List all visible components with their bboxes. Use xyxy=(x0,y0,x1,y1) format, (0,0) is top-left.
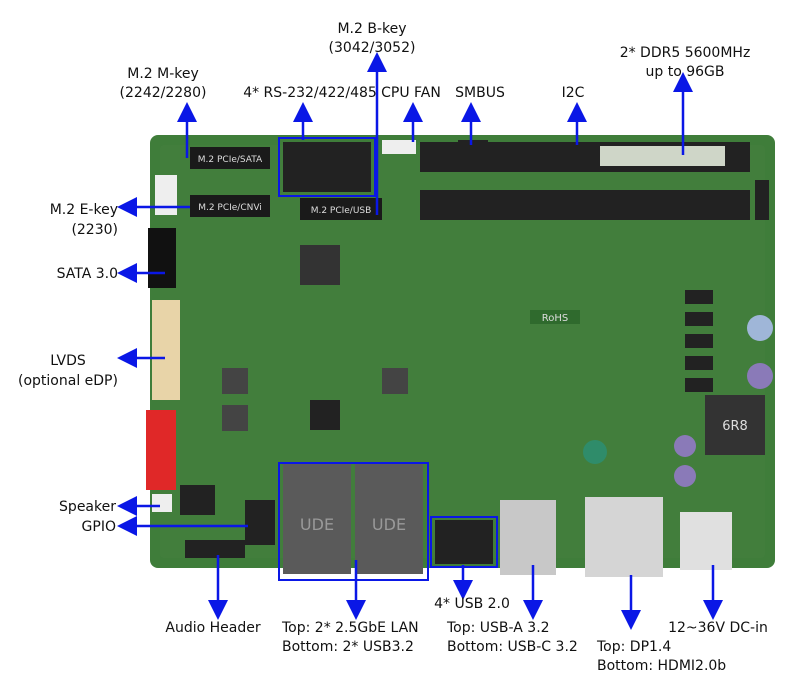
smbus-label: SMBUS xyxy=(455,85,505,101)
dc-in-label: 12~36V DC-in xyxy=(668,620,768,636)
svg-text:2* DDR5 5600MHz: 2* DDR5 5600MHz xyxy=(620,45,751,61)
svg-text:UDE: UDE xyxy=(300,515,334,534)
display-label: Top: DP1.4 Bottom: HDMI2.0b xyxy=(596,639,726,674)
dc-jack xyxy=(680,512,732,570)
m2-bkey-slot: M.2 PCIe/USB xyxy=(300,198,382,220)
m2-mkey-label: M.2 M-key (2242/2280) xyxy=(120,66,207,101)
usb2-headers xyxy=(435,520,493,564)
capacitor xyxy=(674,435,696,457)
dp-hdmi-port xyxy=(585,497,663,577)
power-connector xyxy=(146,410,176,490)
svg-text:Bottom: USB-C 3.2: Bottom: USB-C 3.2 xyxy=(447,639,578,655)
serial-headers xyxy=(283,142,371,192)
chip xyxy=(310,400,340,430)
cpu-fan-connector xyxy=(382,140,416,154)
svg-text:Top: 2* 2.5GbE LAN: Top: 2* 2.5GbE LAN xyxy=(281,620,419,636)
m2-bkey-label: M.2 B-key (3042/3052) xyxy=(329,21,416,56)
svg-text:M.2 E-key: M.2 E-key xyxy=(50,202,118,218)
ddr5-slot-2 xyxy=(420,190,750,220)
svg-text:up to 96GB: up to 96GB xyxy=(646,64,725,80)
speaker-connector xyxy=(152,494,172,512)
chip xyxy=(180,485,215,515)
m2-mkey-slot: M.2 PCIe/SATA xyxy=(190,147,270,169)
mosfets xyxy=(685,290,713,392)
capacitor xyxy=(747,363,773,389)
lvds-label: LVDS (optional eDP) xyxy=(18,353,118,389)
usb2-label: 4* USB 2.0 xyxy=(434,596,510,612)
svg-text:Bottom: 2* USB3.2: Bottom: 2* USB3.2 xyxy=(282,639,414,655)
inductor xyxy=(222,368,248,394)
svg-text:M.2 PCIe/CNVi: M.2 PCIe/CNVi xyxy=(198,203,262,213)
svg-text:M.2 PCIe/SATA: M.2 PCIe/SATA xyxy=(198,155,263,165)
sata-connector xyxy=(148,228,176,288)
lan-label: Top: 2* 2.5GbE LAN Bottom: 2* USB3.2 xyxy=(281,620,419,655)
svg-text:M.2 B-key: M.2 B-key xyxy=(337,21,406,37)
rs232-label: 4* RS-232/422/485 xyxy=(243,85,377,101)
svg-text:M.2 PCIe/USB: M.2 PCIe/USB xyxy=(311,206,372,216)
ddr5-label: 2* DDR5 5600MHz up to 96GB xyxy=(620,45,751,80)
svg-text:LVDS: LVDS xyxy=(50,353,86,369)
svg-text:UDE: UDE xyxy=(372,515,406,534)
capacitor xyxy=(583,440,607,464)
connector xyxy=(155,175,177,215)
svg-text:(2230): (2230) xyxy=(71,222,118,238)
inductor xyxy=(382,368,408,394)
lan-highlight xyxy=(278,462,429,581)
cpu-fan-label: CPU FAN xyxy=(381,85,441,101)
m2-ekey-slot: M.2 PCIe/CNVi xyxy=(190,195,270,217)
svg-text:M.2 M-key: M.2 M-key xyxy=(127,66,199,82)
lan-usb-stack: UDE UDE xyxy=(283,462,423,574)
sim-slot xyxy=(300,245,340,285)
m2-ekey-label: M.2 E-key (2230) xyxy=(50,202,118,238)
usb3-label: Top: USB-A 3.2 Bottom: USB-C 3.2 xyxy=(446,620,578,655)
gpio-header xyxy=(245,500,275,545)
svg-text:(2242/2280): (2242/2280) xyxy=(120,85,207,101)
capacitor xyxy=(747,315,773,341)
rs232-highlight xyxy=(278,137,376,197)
lvds-connector xyxy=(152,300,180,400)
ddr5-label xyxy=(600,146,725,166)
audio-header-pins xyxy=(185,540,245,558)
svg-text:(3042/3052): (3042/3052) xyxy=(329,40,416,56)
svg-text:6R8: 6R8 xyxy=(722,419,748,434)
sata-label: SATA 3.0 xyxy=(57,266,118,282)
svg-text:Bottom: HDMI2.0b: Bottom: HDMI2.0b xyxy=(597,658,726,674)
usb-a-c-port xyxy=(500,500,556,575)
i2c-label: I2C xyxy=(562,85,585,101)
svg-text:Top: USB-A 3.2: Top: USB-A 3.2 xyxy=(446,620,550,636)
speaker-label: Speaker xyxy=(59,499,116,515)
gpio-label: GPIO xyxy=(82,519,116,535)
header xyxy=(755,180,769,220)
power-inductor xyxy=(705,395,765,455)
capacitor xyxy=(674,465,696,487)
svg-text:Top: DP1.4: Top: DP1.4 xyxy=(596,639,671,655)
motherboard: M.2 PCIe/SATA M.2 PCIe/CNVi M.2 PCIe/USB xyxy=(146,135,775,581)
callout-arrows xyxy=(117,52,723,630)
inductor xyxy=(222,405,248,431)
svg-text:(optional eDP): (optional eDP) xyxy=(18,373,118,389)
audio-header-label: Audio Header xyxy=(165,620,260,636)
rohs-mark: RoHS xyxy=(542,313,568,324)
